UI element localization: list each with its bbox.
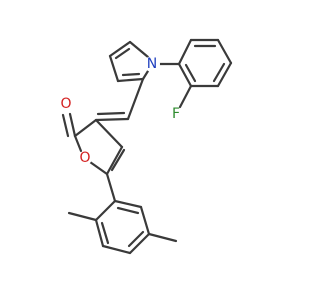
- bond: [100, 221, 110, 245]
- bond: [94, 199, 117, 222]
- bond: [141, 69, 150, 81]
- bond: [96, 111, 126, 116]
- bond: [178, 84, 193, 109]
- bond: [67, 211, 98, 222]
- bond: [116, 206, 140, 215]
- bond: [108, 40, 132, 58]
- methylidene-linker: [94, 77, 145, 122]
- bond: [216, 38, 233, 65]
- bond: [147, 232, 178, 243]
- atom-o-carbonyl: O: [59, 96, 73, 112]
- bond: [110, 148, 126, 172]
- bond: [73, 134, 83, 153]
- furanone-ring: [61, 112, 126, 176]
- bond: [73, 118, 98, 138]
- bond: [121, 72, 141, 77]
- bond: [126, 77, 145, 121]
- bond: [61, 113, 70, 138]
- bond: [105, 172, 117, 203]
- bond: [128, 232, 151, 255]
- fluorine-label: F: [172, 106, 180, 122]
- nitrogen-label: N: [147, 56, 157, 72]
- bond: [94, 218, 105, 248]
- carbonyl-oxygen-label: O: [60, 96, 71, 112]
- fluorophenyl-ring: [177, 38, 233, 109]
- bond: [114, 47, 131, 60]
- pyrrole-ring: [108, 40, 150, 83]
- bond: [184, 63, 197, 83]
- bond: [94, 117, 130, 122]
- bond: [116, 77, 145, 83]
- bond: [177, 62, 193, 88]
- bond: [139, 205, 151, 236]
- atom-o-ring: O: [78, 150, 92, 166]
- bond: [94, 118, 124, 149]
- bond: [216, 61, 233, 88]
- bond: [177, 38, 193, 66]
- molecule-structure-diagram: N F O O: [59, 38, 233, 255]
- ring-oxygen-label: O: [79, 150, 90, 166]
- atom-f: F: [169, 106, 183, 122]
- bond: [113, 199, 143, 209]
- bond: [105, 145, 124, 176]
- dimethylphenyl-ring: [67, 172, 178, 255]
- bond: [88, 160, 109, 176]
- bond: [128, 40, 150, 59]
- bond: [101, 244, 132, 255]
- bond: [127, 230, 145, 248]
- atom-n: N: [144, 56, 160, 72]
- bond: [68, 112, 77, 138]
- bond: [212, 62, 226, 83]
- bond: [108, 54, 120, 83]
